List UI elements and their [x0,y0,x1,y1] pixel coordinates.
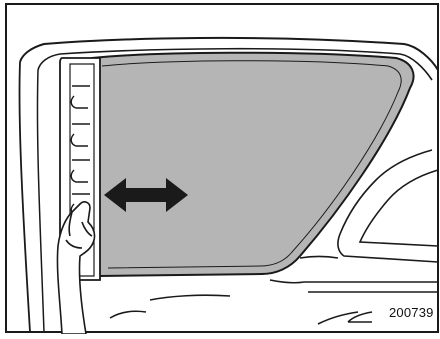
figure-number: 200739 [389,305,434,320]
